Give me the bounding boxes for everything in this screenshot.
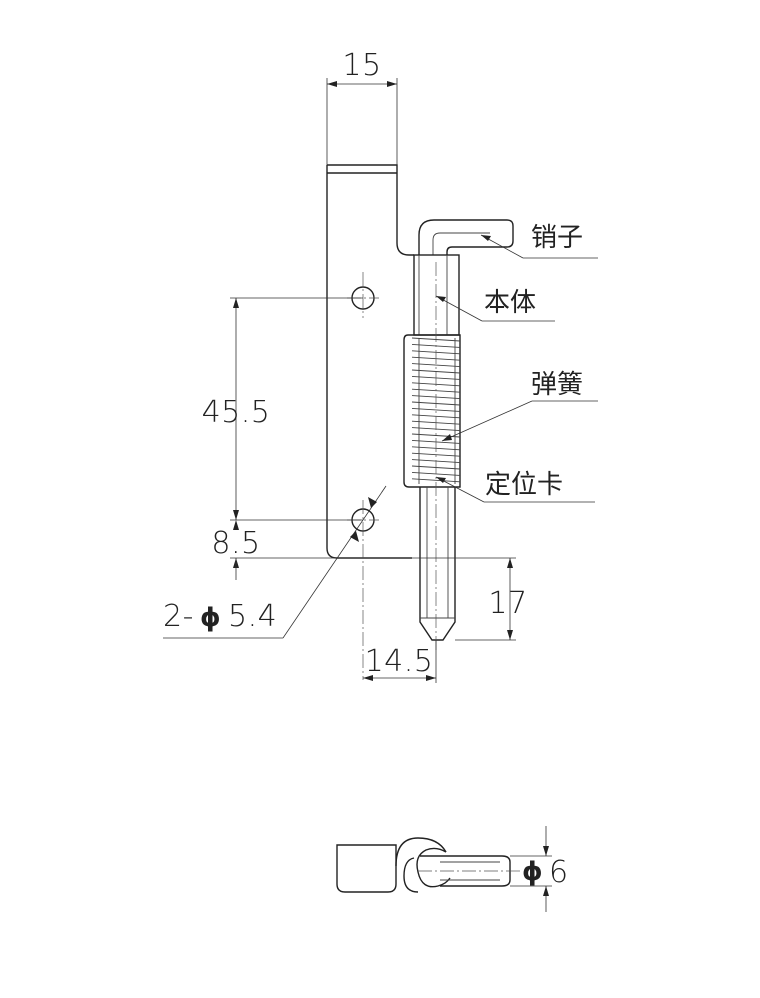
front-view: 15 45.5 8.5 2- ϕ 5.4 xyxy=(163,48,598,683)
dim-pin-diameter: ϕ 6 xyxy=(510,826,569,912)
label-pin: 销子 xyxy=(531,223,583,253)
dim-pin-protrusion-text: 17 xyxy=(488,586,527,621)
pin-handle xyxy=(418,219,514,255)
pin-handle-inner xyxy=(432,232,490,255)
label-stop-callout: 定位卡 xyxy=(435,470,595,503)
spring-coil xyxy=(411,363,461,368)
dim-pin-protrusion: 17 xyxy=(455,558,527,641)
spring-frame xyxy=(403,334,461,488)
label-spring-callout: 弹簧 xyxy=(441,370,598,442)
label-pin-callout: 销子 xyxy=(480,223,598,259)
label-spring: 弹簧 xyxy=(531,370,583,400)
dim-pin-diameter-value: 6 xyxy=(549,855,569,890)
dim-hole-to-pin-text: 14.5 xyxy=(365,644,434,679)
dim-hole-diameter-symbol: ϕ xyxy=(200,603,221,633)
spring-coil xyxy=(411,369,461,374)
dim-hole-spacing-text: 45.5 xyxy=(202,395,271,430)
label-stop: 定位卡 xyxy=(485,470,563,500)
top-view-hook-outer xyxy=(395,837,447,893)
spring-coil xyxy=(411,452,461,457)
dim-hole-diameter-value: 5.4 xyxy=(228,599,277,634)
dim-hole-diameter: 2- ϕ 5.4 xyxy=(163,485,387,639)
dim-hole-to-pin: 14.5 xyxy=(363,640,437,683)
dim-top-width-text: 15 xyxy=(342,48,381,83)
label-body: 本体 xyxy=(484,288,536,318)
top-view: ϕ 6 xyxy=(336,826,569,912)
spring-coil xyxy=(411,478,461,483)
spring-coil xyxy=(411,407,461,412)
dim-pin-diameter-symbol: ϕ xyxy=(522,857,543,887)
pin-shaft xyxy=(419,487,456,641)
dim-hole-to-bottom-text: 8.5 xyxy=(211,526,260,561)
label-body-callout: 本体 xyxy=(435,288,555,322)
body-housing xyxy=(413,254,460,336)
top-view-hook-inner xyxy=(416,847,451,888)
dim-top-width: 15 xyxy=(326,48,398,165)
dim-hole-spacing: 45.5 xyxy=(202,297,363,521)
dim-hole-to-bottom: 8.5 xyxy=(211,520,516,580)
top-view-plate xyxy=(336,844,397,893)
dim-hole-diameter-prefix: 2- xyxy=(163,599,194,634)
